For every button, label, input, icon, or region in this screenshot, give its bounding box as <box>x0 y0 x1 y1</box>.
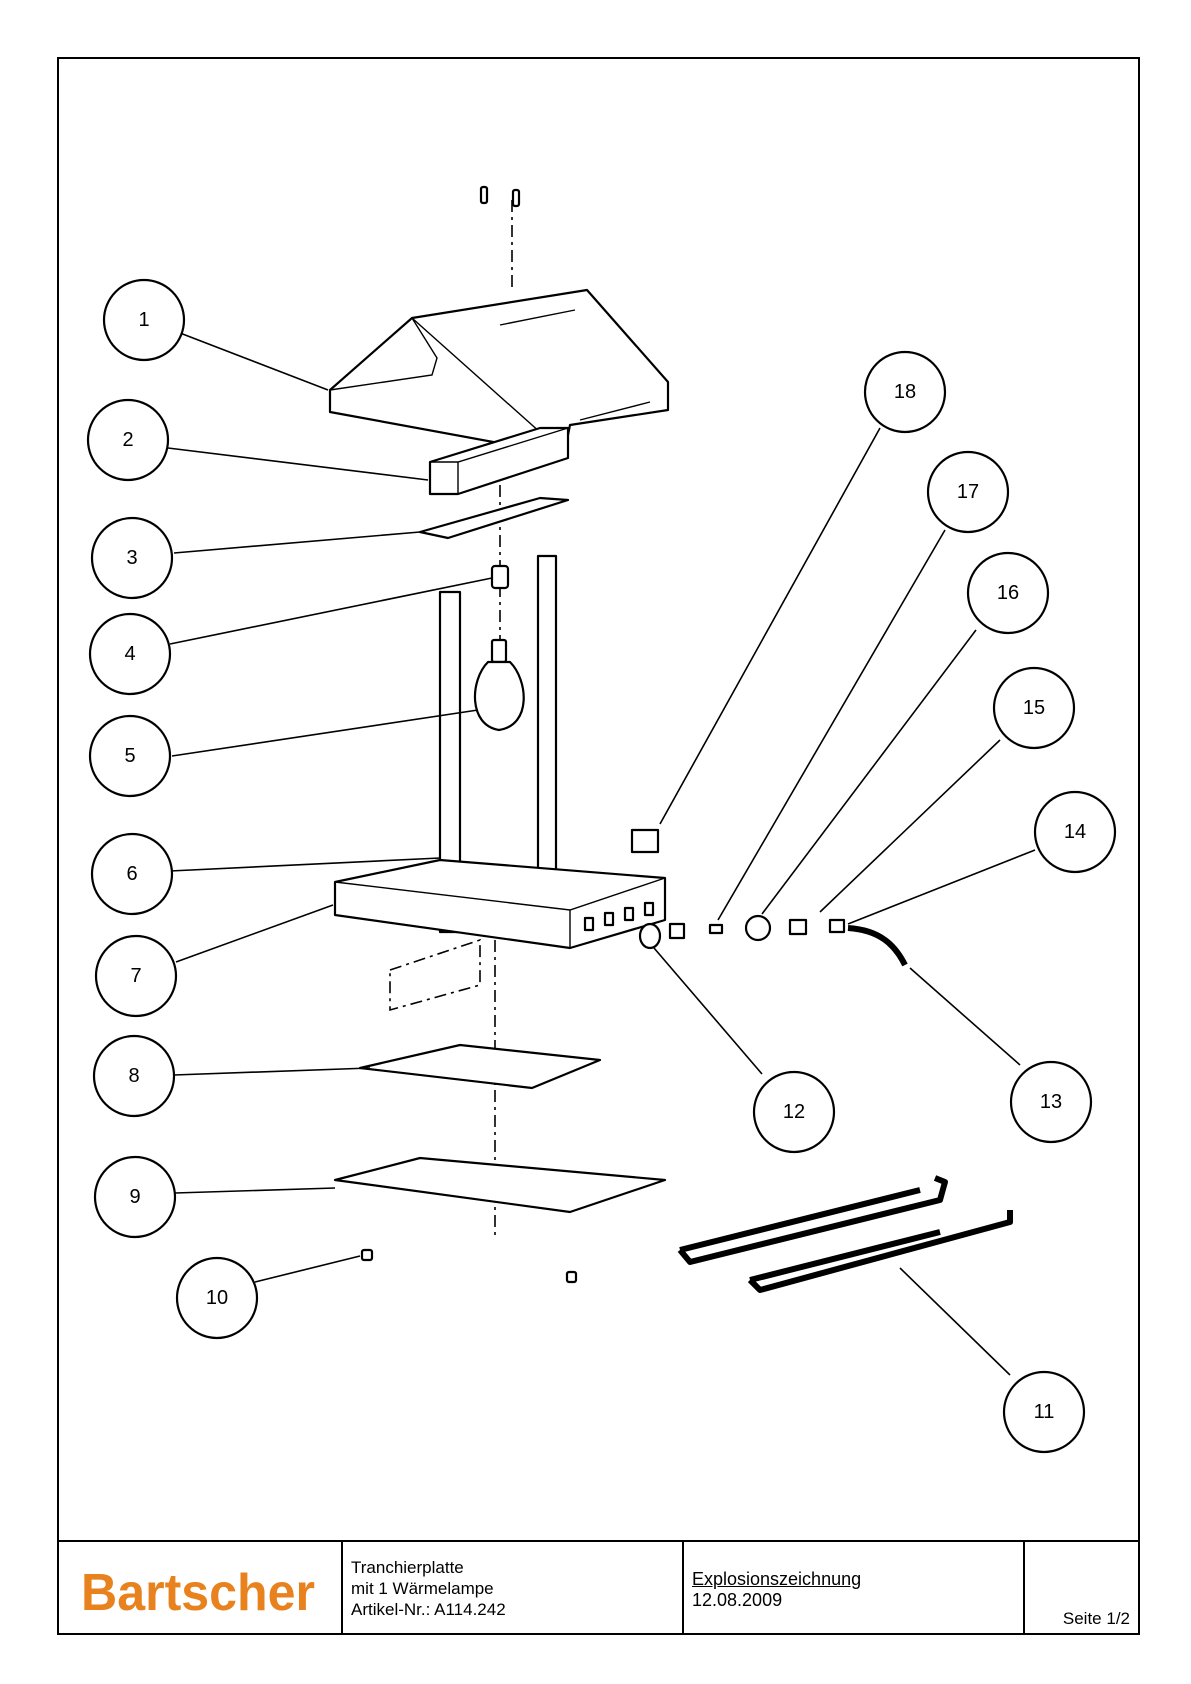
page-number: Seite 1/2 <box>1062 1609 1130 1628</box>
logo-text: Bartscher <box>81 1564 315 1622</box>
callout-7: 7 <box>94 934 178 1018</box>
callout-18: 18 <box>863 350 947 434</box>
bartscher-logo: Bartscher <box>81 1564 315 1622</box>
callout-5: 5 <box>88 714 172 798</box>
title-block: Bartscher Tranchierplatte mit 1 Wärmelam… <box>57 1540 1140 1635</box>
callout-16: 16 <box>966 551 1050 635</box>
callout-number: 3 <box>126 547 137 569</box>
callout-number: 1 <box>138 309 149 331</box>
page-cell: Seite 1/2 <box>1025 1542 1138 1635</box>
callout-number: 15 <box>1023 697 1045 719</box>
drawing-type-cell: Explosionszeichnung 12.08.2009 <box>684 1542 1025 1635</box>
callout-number: 4 <box>124 643 135 665</box>
callout-2: 2 <box>86 398 170 482</box>
callout-17: 17 <box>926 450 1010 534</box>
callout-11: 11 <box>1002 1370 1086 1454</box>
hidden-panel-outline <box>389 938 481 1012</box>
connector-part <box>788 918 808 936</box>
article-number: Artikel-Nr.: A114.242 <box>351 1600 506 1619</box>
cable-gland-part <box>828 918 846 934</box>
callout-number: 7 <box>130 965 141 987</box>
callout-number: 11 <box>1034 1401 1055 1423</box>
pin-part <box>708 923 724 935</box>
callout-number: 10 <box>206 1287 228 1309</box>
foot-part <box>360 1248 578 1284</box>
callout-3: 3 <box>90 516 174 600</box>
callout-10: 10 <box>175 1256 259 1340</box>
drawing-date: 12.08.2009 <box>692 1590 783 1610</box>
lamp-housing-part <box>428 426 570 496</box>
terminal-block-part <box>630 828 660 854</box>
callout-number: 2 <box>122 429 133 451</box>
knob-part <box>638 922 662 950</box>
callout-number: 9 <box>129 1186 140 1208</box>
callout-14: 14 <box>1033 790 1117 874</box>
callout-number: 12 <box>783 1101 805 1123</box>
exploded-view-drawing: 1 2 3 4 5 6 7 8 9 10 11 12 13 14 15 16 1… <box>86 185 1117 1454</box>
callout-number: 5 <box>124 745 135 767</box>
leader-lines <box>167 332 1036 1376</box>
callout-9: 9 <box>93 1155 177 1239</box>
mounting-plate-part <box>418 496 570 540</box>
drawing-type-title: Explosionszeichnung <box>692 1569 862 1589</box>
callout-13: 13 <box>1009 1060 1093 1144</box>
callout-15: 15 <box>992 666 1076 750</box>
logo-cell: Bartscher <box>57 1542 343 1635</box>
callout-6: 6 <box>90 832 174 916</box>
description-line-2: mit 1 Wärmelampe <box>351 1579 494 1598</box>
switch-part <box>668 922 686 940</box>
drawing-frame <box>57 57 1140 1635</box>
callout-number: 13 <box>1040 1091 1062 1113</box>
cable-part <box>847 925 908 967</box>
heating-element-part <box>677 1175 1013 1293</box>
callout-number: 18 <box>894 381 916 403</box>
callout-8: 8 <box>92 1034 176 1118</box>
bottom-sheet-part <box>333 1156 667 1214</box>
callout-number: 16 <box>997 582 1019 604</box>
indicator-lamp-part <box>744 914 772 942</box>
description-line-1: Tranchierplatte <box>351 1558 464 1577</box>
hood-part <box>328 288 670 457</box>
callout-number: 14 <box>1064 821 1086 843</box>
callout-number: 6 <box>126 863 137 885</box>
callout-12: 12 <box>752 1070 836 1154</box>
lamp-socket-part <box>490 564 510 590</box>
callout-1: 1 <box>102 278 186 362</box>
callout-number: 17 <box>957 481 979 503</box>
top-screws <box>479 185 521 208</box>
plate-part <box>358 1043 602 1090</box>
base-part <box>333 858 667 950</box>
description-cell: Tranchierplatte mit 1 Wärmelampe Artikel… <box>343 1542 684 1635</box>
callout-number: 8 <box>128 1065 139 1087</box>
callout-4: 4 <box>88 612 172 696</box>
bulb-part <box>473 638 525 732</box>
